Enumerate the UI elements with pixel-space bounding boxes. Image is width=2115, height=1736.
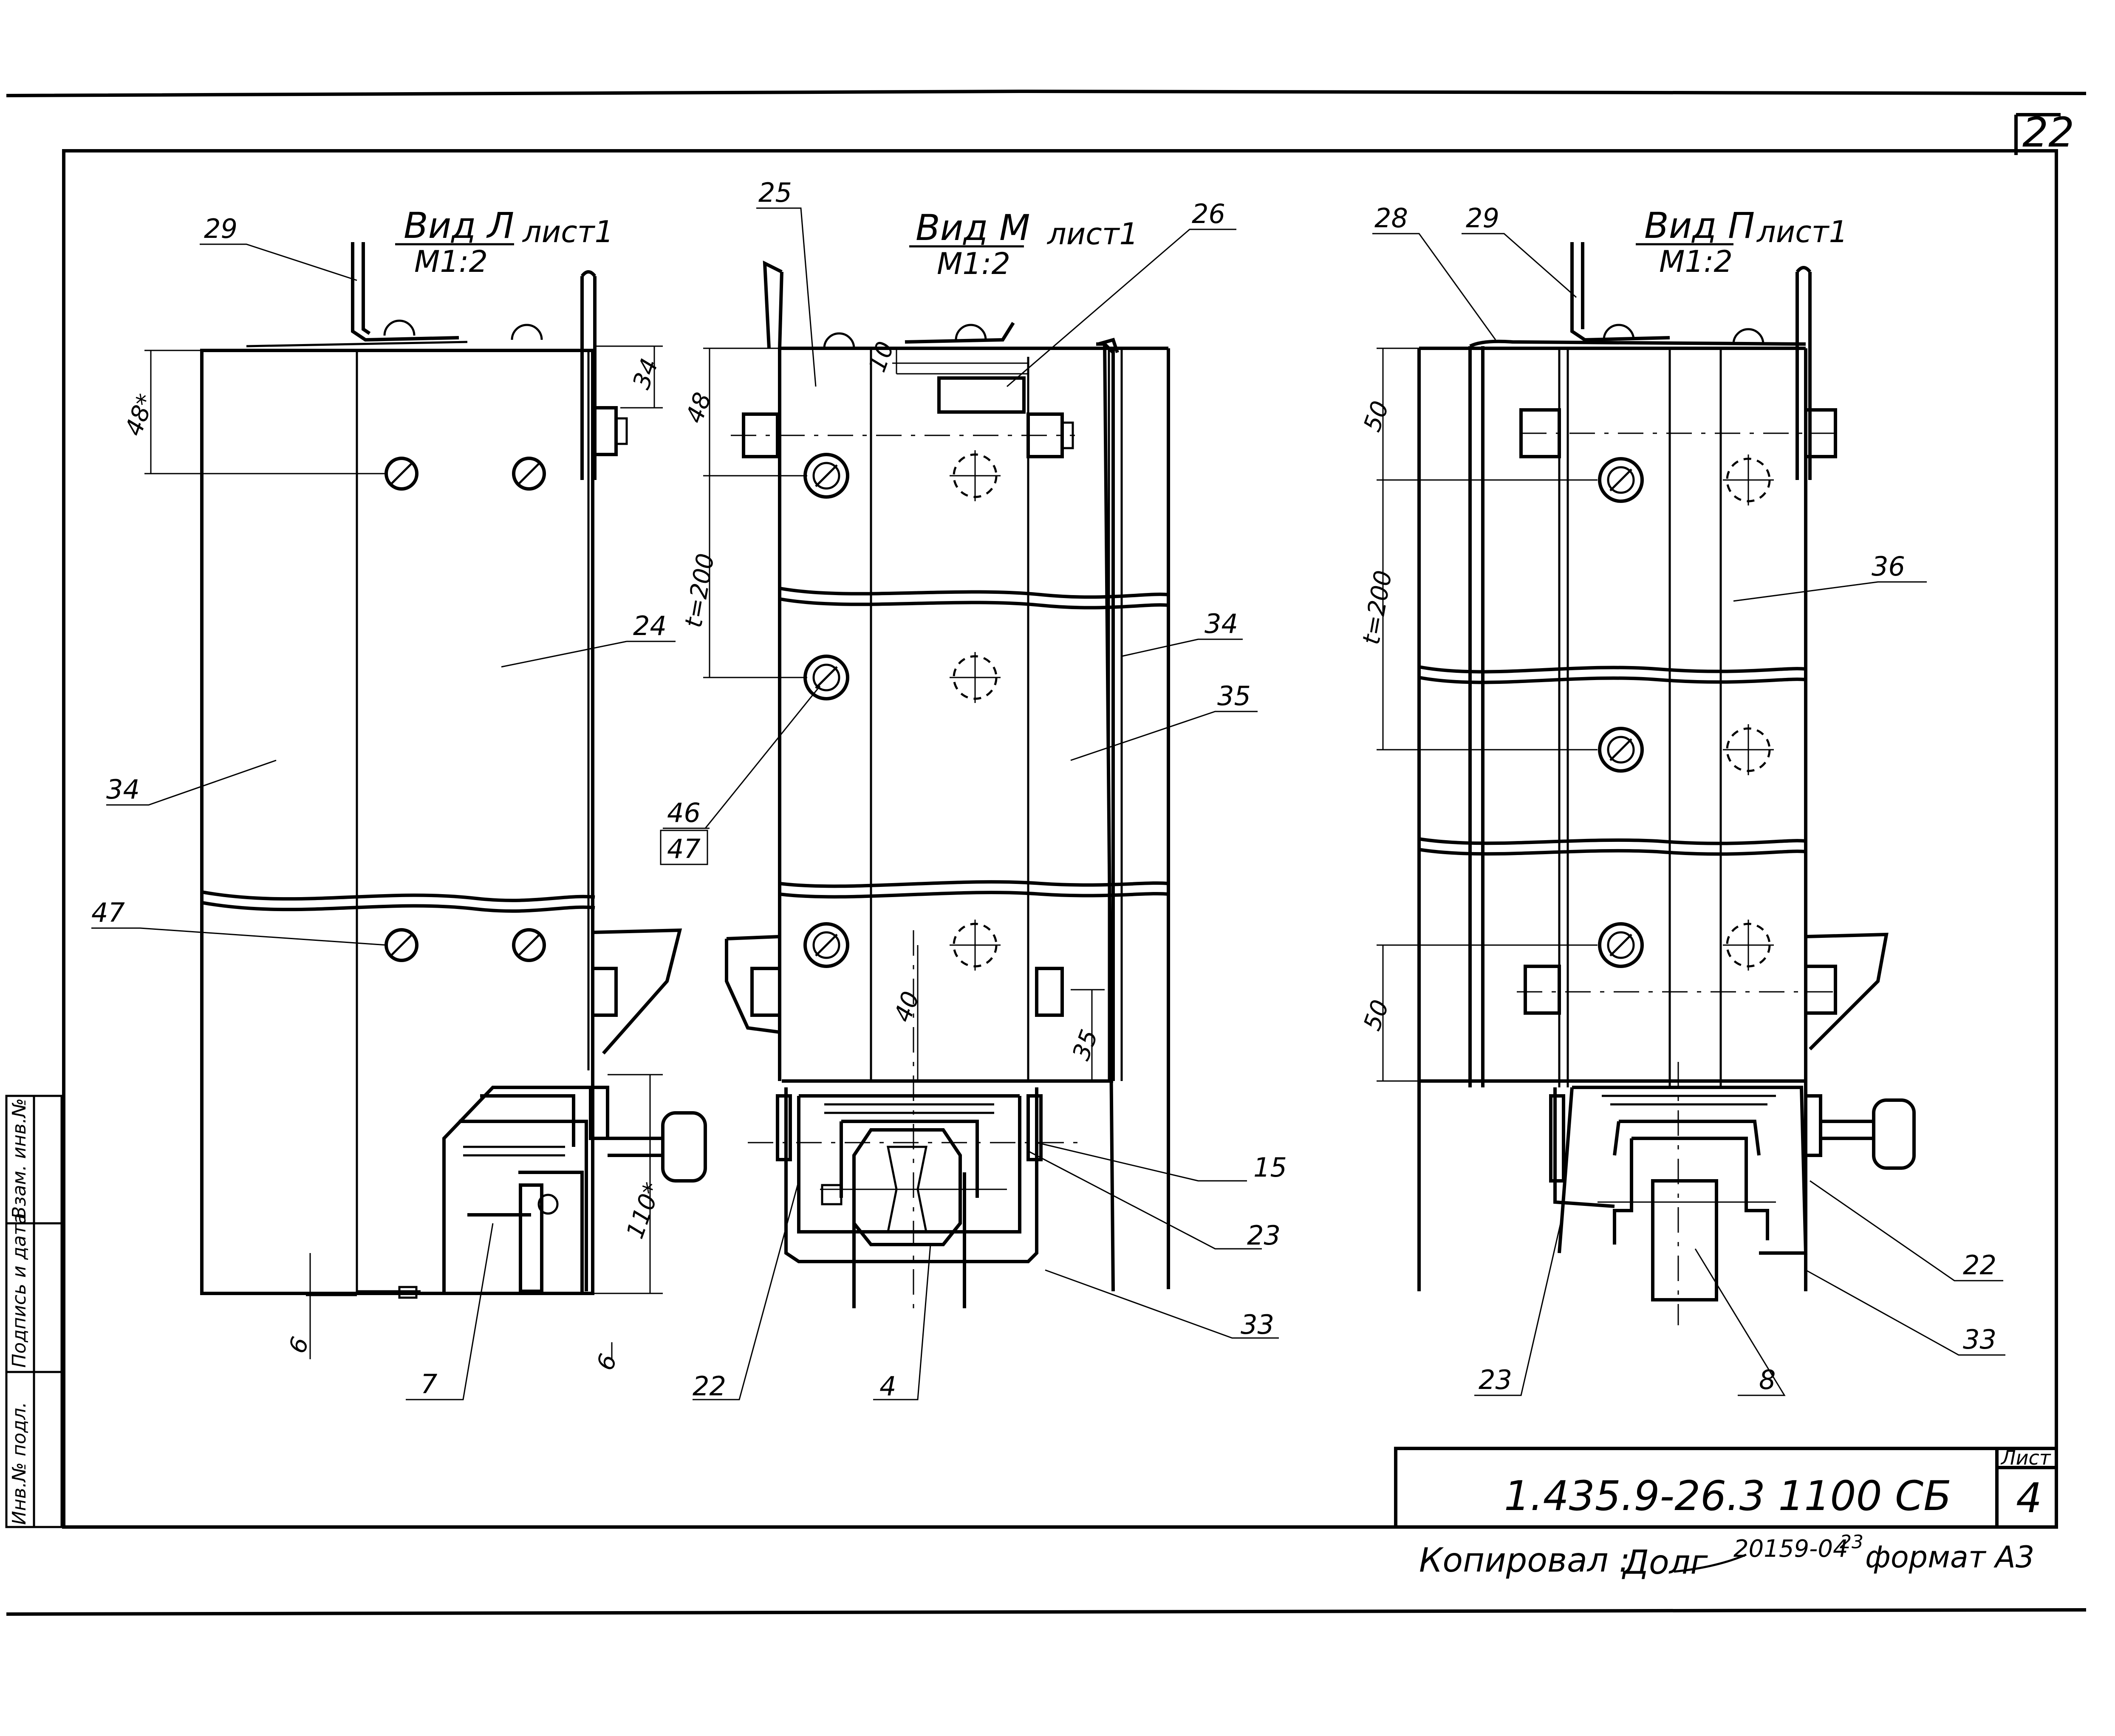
- stamp-replace-label: Взам. инв.№: [8, 1098, 30, 1219]
- callout-23-p: 23: [1479, 1364, 1512, 1395]
- dim-40-m: 40: [889, 988, 925, 1026]
- sheet-number: 22: [2022, 109, 2074, 156]
- view-l-leaders: [91, 243, 676, 1400]
- callout-15: 15: [1253, 1152, 1287, 1183]
- view-m: Вид М М1:2 лист1: [660, 177, 1287, 1402]
- stamp-inv-label: Инв.№ подл.: [8, 1402, 30, 1525]
- callout-28: 28: [1374, 203, 1408, 234]
- sheet-label: Лист: [2000, 1446, 2051, 1469]
- format-label: формат А3: [1865, 1540, 2034, 1575]
- callout-36: 36: [1872, 551, 1905, 582]
- dim-50-top-p: 50: [1358, 398, 1394, 435]
- callout-4: 4: [879, 1371, 896, 1402]
- dim-t200-p: t=200: [1357, 568, 1398, 646]
- view-m-leaders: [665, 207, 1279, 1400]
- order-suffix: 23: [1840, 1531, 1863, 1553]
- view-p-leaders: [1372, 233, 2005, 1396]
- document-designation: 1.435.9-26.3 1100 СБ: [1504, 1472, 1951, 1520]
- view-m-scale: М1:2: [937, 246, 1010, 281]
- callout-34: 34: [106, 774, 140, 805]
- callout-33-m: 33: [1241, 1309, 1274, 1340]
- dim-48-m: 48: [681, 389, 717, 427]
- view-l-ref: лист1: [522, 215, 614, 249]
- callout-35: 35: [1217, 680, 1251, 711]
- bolt-holes-view-m: [803, 450, 1001, 971]
- drawing-frame: [62, 113, 2061, 1529]
- footer: Копировал : Долг 20159-04 23 формат А3: [1419, 1531, 2034, 1582]
- view-m-title: Вид М: [916, 207, 1030, 248]
- view-p-scale: М1:2: [1659, 244, 1733, 279]
- dim-10-m: 10: [863, 338, 899, 376]
- view-l: Вид Л М1:2 лист1: [91, 205, 707, 1400]
- dim-t200-m: t=200: [680, 551, 720, 629]
- view-p-ref: лист1: [1756, 215, 1848, 249]
- copied-label: Копировал :: [1419, 1541, 1630, 1580]
- callout-47-m: 47: [667, 833, 701, 864]
- callout-7: 7: [421, 1369, 437, 1400]
- view-l-scale: М1:2: [414, 244, 488, 279]
- dim-34: 34: [628, 355, 664, 393]
- callout-47: 47: [91, 897, 125, 928]
- stamp-sign-label: Подпись и дата: [8, 1213, 30, 1368]
- callout-25: 25: [758, 177, 792, 208]
- bolt-holes-view-l: [385, 457, 546, 962]
- callout-23-m: 23: [1247, 1220, 1281, 1251]
- sheet-value: 4: [2016, 1474, 2042, 1522]
- callout-34-m: 34: [1205, 608, 1238, 639]
- copy-edge-lines: [6, 89, 2087, 1616]
- callout-33-p: 33: [1963, 1324, 1996, 1355]
- callout-22-p: 22: [1963, 1250, 1996, 1281]
- view-p: Вид П М1:2 лист1: [1357, 203, 2005, 1396]
- callout-29: 29: [204, 213, 238, 244]
- view-l-dimensions: [144, 345, 663, 1359]
- view-p-title: Вид П: [1644, 205, 1755, 246]
- dim-50-bottom-p: 50: [1358, 996, 1394, 1034]
- callout-24: 24: [633, 610, 667, 641]
- callout-46: 46: [667, 797, 701, 828]
- order-number: 20159-04: [1733, 1535, 1848, 1563]
- view-p-dimensions: [1377, 347, 1598, 1082]
- dim-110: 110*: [621, 1179, 667, 1242]
- copied-signature: Долг: [1622, 1544, 1708, 1582]
- callout-29-p: 29: [1466, 203, 1499, 234]
- callout-26: 26: [1192, 198, 1225, 229]
- callout-8: 8: [1759, 1364, 1776, 1395]
- view-m-dimensions: [703, 347, 1105, 1081]
- title-block: [1394, 1447, 2058, 1529]
- dim-6-right: 6: [591, 1350, 622, 1374]
- bolt-holes-view-p: [1598, 454, 1774, 971]
- view-l-title: Вид Л: [404, 205, 514, 246]
- callout-22-m: 22: [693, 1371, 726, 1402]
- dim-48: 48*: [120, 390, 160, 440]
- side-stamp: Инв.№ подл. Подпись и дата Взам. инв.№: [5, 1095, 63, 1528]
- view-m-ref: лист1: [1046, 217, 1138, 251]
- dim-35-m: 35: [1067, 1026, 1103, 1064]
